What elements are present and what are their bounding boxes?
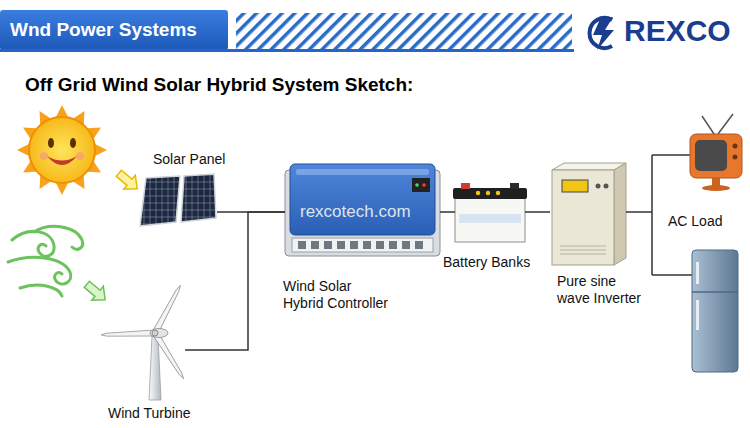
brand-logo-text: REXCO <box>624 13 731 49</box>
component-node: Wind Turbine <box>100 282 185 400</box>
component-label: AC Load <box>668 213 722 230</box>
wind-turbine-picture <box>101 284 186 400</box>
sun-arrow <box>113 166 143 195</box>
component-label: Pure sine wave Inverter <box>557 273 647 307</box>
component-label: Wind Turbine <box>108 405 190 422</box>
component-label: Wind Solar Hybrid Controller <box>283 278 392 312</box>
solar-panel-picture <box>140 174 216 226</box>
component-node: AC Load <box>652 110 745 375</box>
tv-picture <box>690 114 742 191</box>
component-node: Wind Solar Hybrid Controller <box>285 160 440 256</box>
fridge-picture <box>692 250 738 372</box>
battery-picture <box>453 183 527 242</box>
component-node: Solar Panel <box>140 174 217 229</box>
component-node: Battery Banks <box>455 186 525 242</box>
inverter-picture <box>552 163 626 265</box>
diagram-title: Off Grid Wind Solar Hybrid System Sketch… <box>25 74 413 97</box>
connector-line <box>626 211 652 213</box>
wind-swirls <box>8 226 83 296</box>
connector-line <box>440 211 455 213</box>
banner-title: Wnd Power Systems <box>10 19 197 42</box>
connector-line <box>185 212 285 350</box>
header-banner <box>0 10 574 52</box>
watermark: rexcotech.com <box>300 202 411 222</box>
brand-logo-icon <box>590 17 614 50</box>
component-node: Pure sine wave Inverter <box>550 163 626 266</box>
connector-line <box>525 211 550 213</box>
component-label: Solar Panel <box>153 151 225 168</box>
sun <box>17 105 107 195</box>
controller-picture <box>285 164 440 256</box>
component-label: Battery Banks <box>443 254 530 271</box>
wind-arrow <box>81 277 111 306</box>
